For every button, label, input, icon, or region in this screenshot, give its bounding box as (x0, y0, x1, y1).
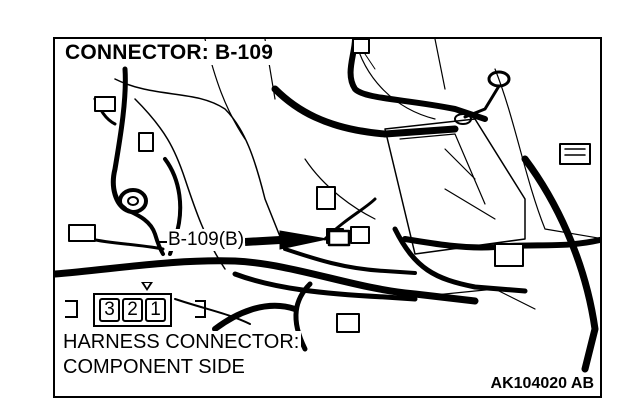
pin-1: 1 (145, 298, 166, 322)
pin-2: 2 (122, 298, 143, 322)
pin-3: 3 (99, 298, 120, 322)
harness-connector-pin-face: 3 2 1 (93, 293, 172, 327)
diagram-frame: CONNECTOR: B-109 B-109(B) 3 2 1 HARNESS … (53, 37, 602, 398)
caption-component-side: COMPONENT SIDE (61, 356, 247, 379)
caption-harness-connector: HARNESS CONNECTOR: (61, 331, 302, 354)
connector-key-marker-inner (144, 283, 150, 288)
connector-callout-label: B-109(B) (167, 229, 246, 251)
figure-code: AK104020 AB (490, 375, 594, 392)
connector-title: CONNECTOR: B-109 (63, 41, 276, 65)
